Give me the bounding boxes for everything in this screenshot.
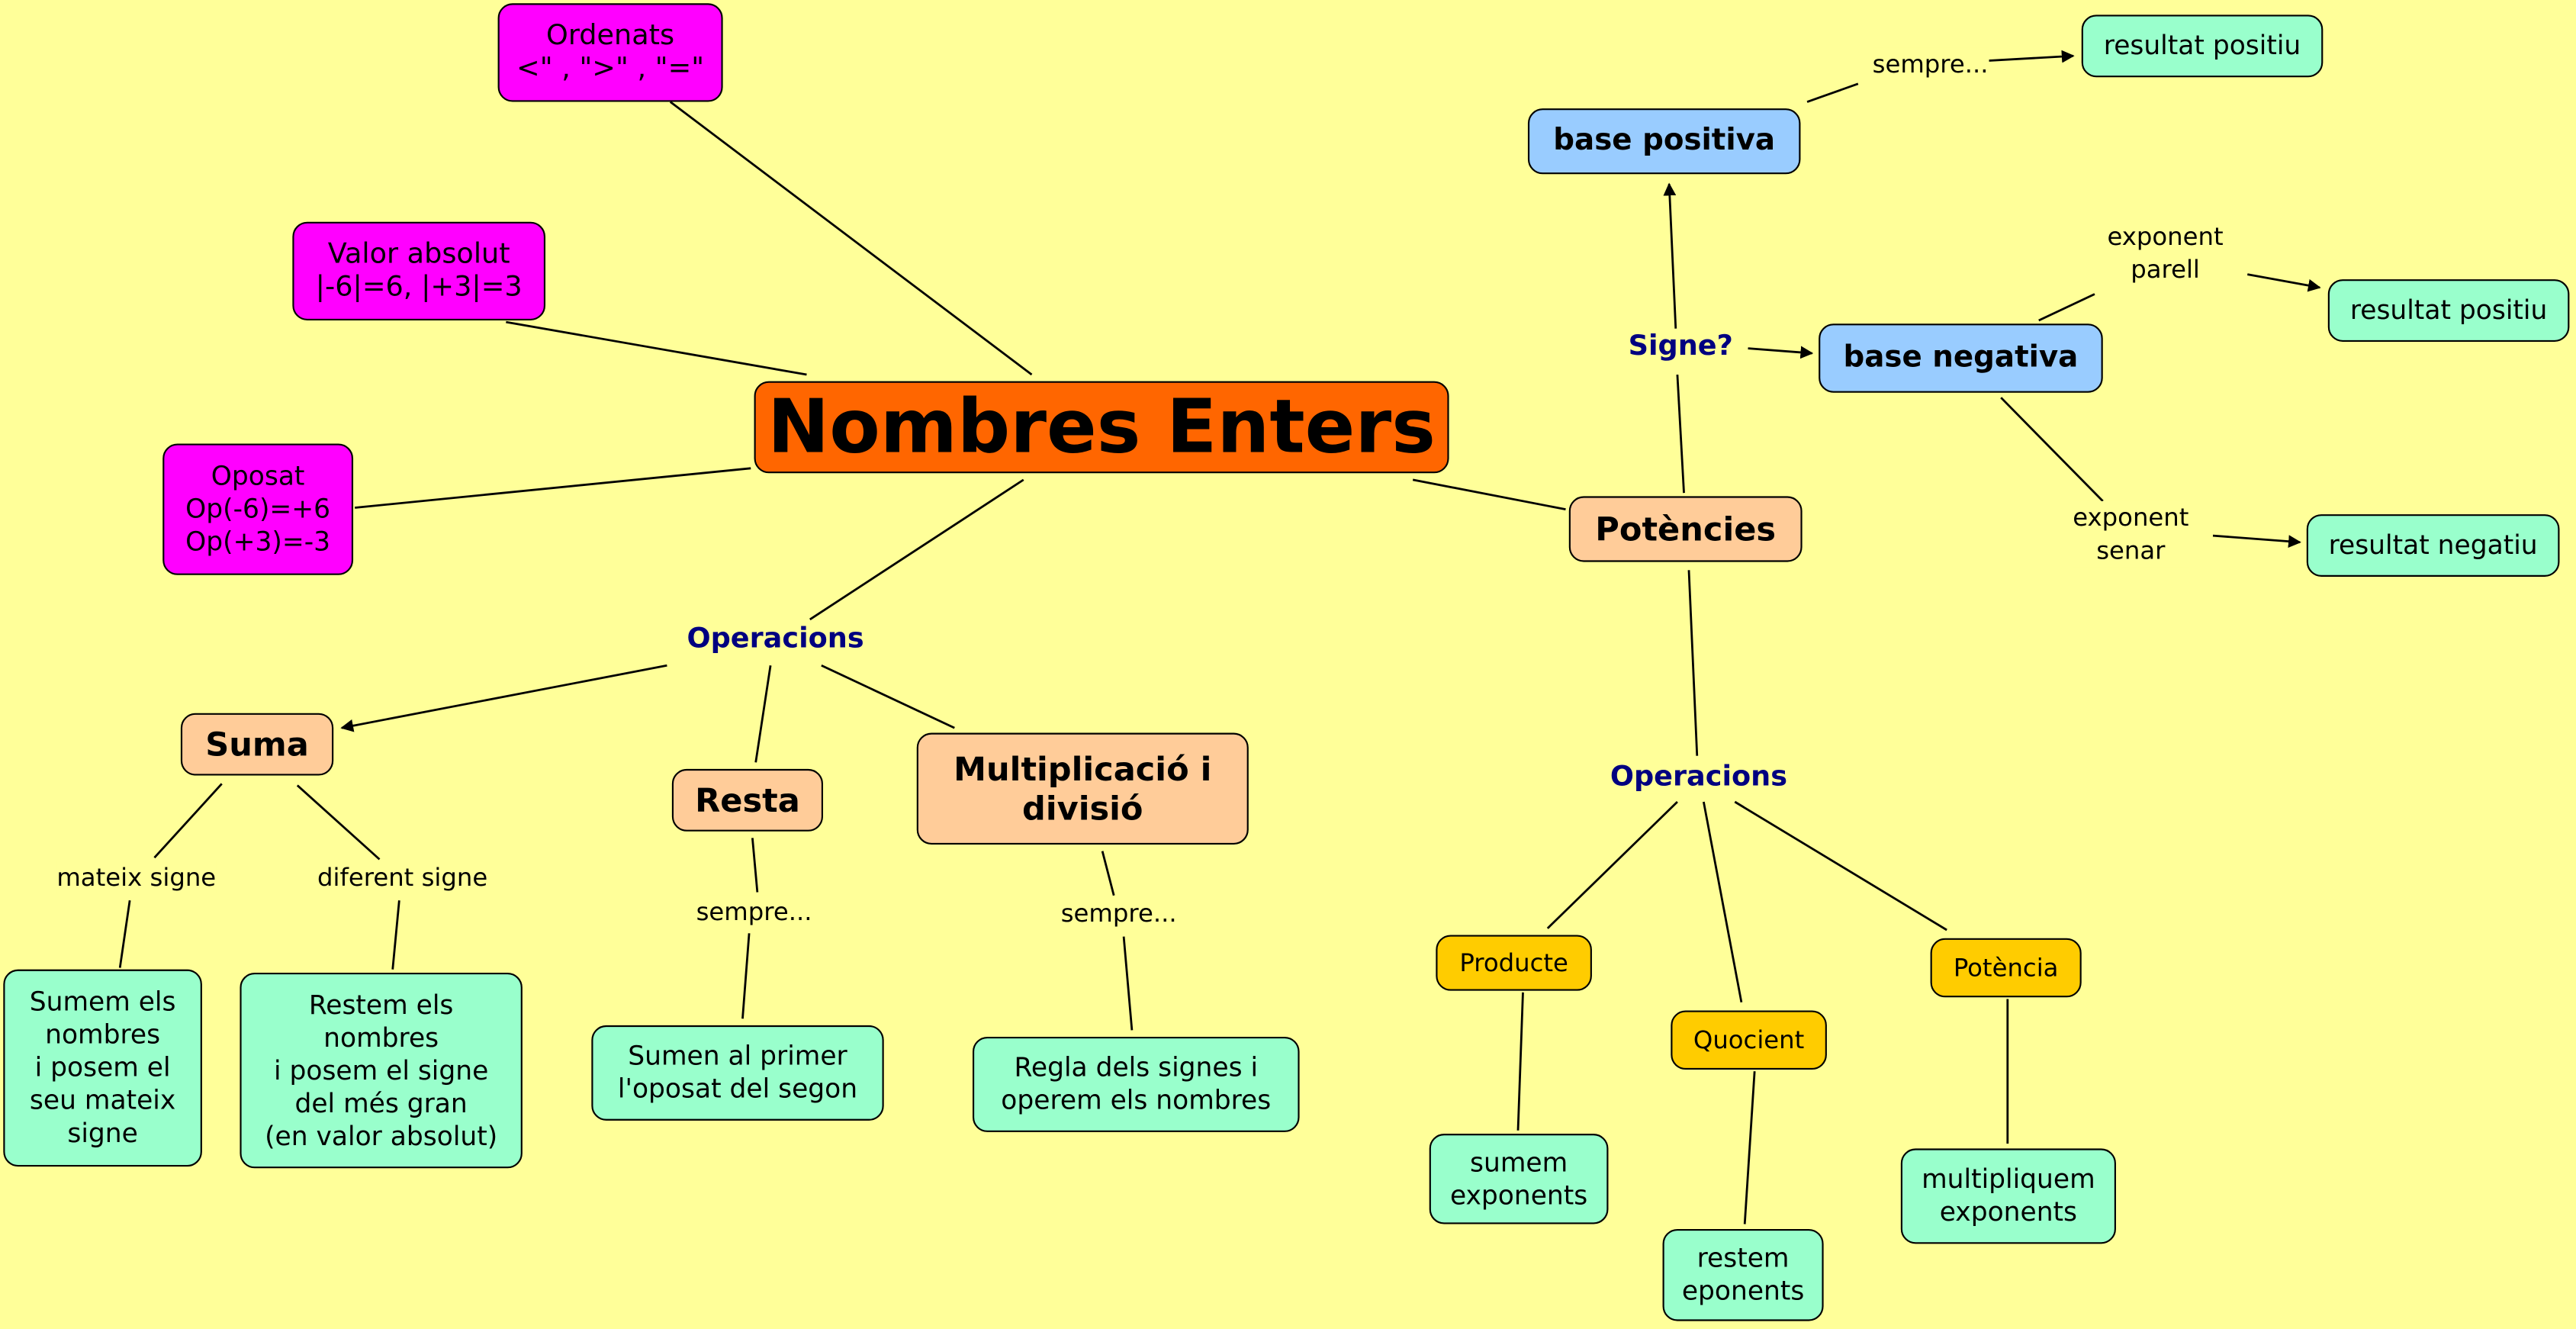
node-valor-absolut[interactable]: Valor absolut |-6|=6, |+3|=3 [292, 221, 546, 320]
node-resultat-positiu-1[interactable]: resultat positiu [2081, 14, 2324, 78]
node-restem-exponents[interactable]: restem eponents [1662, 1228, 1824, 1321]
node-regla-signes[interactable]: Regla dels signes i operem els nombres [972, 1036, 1300, 1132]
node-quocient[interactable]: Quocient [1671, 1010, 1827, 1070]
node-oposat[interactable]: Oposat Op(-6)=+6 Op(+3)=-3 [162, 443, 354, 575]
label-signe: Signe? [1628, 330, 1733, 363]
label-operacions-right: Operacions [1610, 761, 1788, 794]
node-restem-nombres[interactable]: Restem els nombres i posem el signe del … [240, 972, 523, 1169]
label-exponent-parell: exponent parell [2107, 220, 2224, 286]
node-sumem-exponents[interactable]: sumem exponents [1429, 1134, 1609, 1224]
node-multipliquem-exponents[interactable]: multipliquem exponents [1900, 1148, 2116, 1244]
node-producte[interactable]: Producte [1436, 935, 1592, 991]
label-exponent-senar: exponent senar [2073, 500, 2189, 568]
node-sumen-oposat[interactable]: Sumen al primer l'oposat del segon [591, 1025, 884, 1121]
node-resta[interactable]: Resta [671, 768, 824, 832]
label-sempre-pos: sempre... [1872, 47, 1989, 81]
node-nombres-enters[interactable]: Nombres Enters [754, 381, 1449, 474]
node-base-positiva[interactable]: base positiva [1527, 108, 1801, 175]
node-resultat-positiu-2[interactable]: resultat positiu [2327, 279, 2570, 342]
node-multiplicacio[interactable]: Multiplicació i divisió [916, 732, 1249, 845]
node-base-negativa[interactable]: base negativa [1819, 323, 2103, 393]
node-suma[interactable]: Suma [180, 713, 334, 776]
label-mateix-signe: mateix signe [56, 861, 217, 894]
label-sempre-resta: sempre... [696, 895, 812, 928]
label-sempre-mult: sempre... [1060, 896, 1177, 930]
label-operacions-left: Operacions [687, 623, 864, 656]
node-resultat-negatiu[interactable]: resultat negatiu [2306, 514, 2560, 577]
node-potencies[interactable]: Potències [1568, 496, 1803, 562]
label-diferent-signe: diferent signe [317, 861, 488, 894]
node-sumem-nombres[interactable]: Sumem els nombres i posem el seu mateix … [3, 969, 202, 1167]
node-ordenats[interactable]: Ordenats <" , ">" , "=" [497, 3, 723, 102]
node-potencia[interactable]: Potència [1930, 938, 2082, 998]
